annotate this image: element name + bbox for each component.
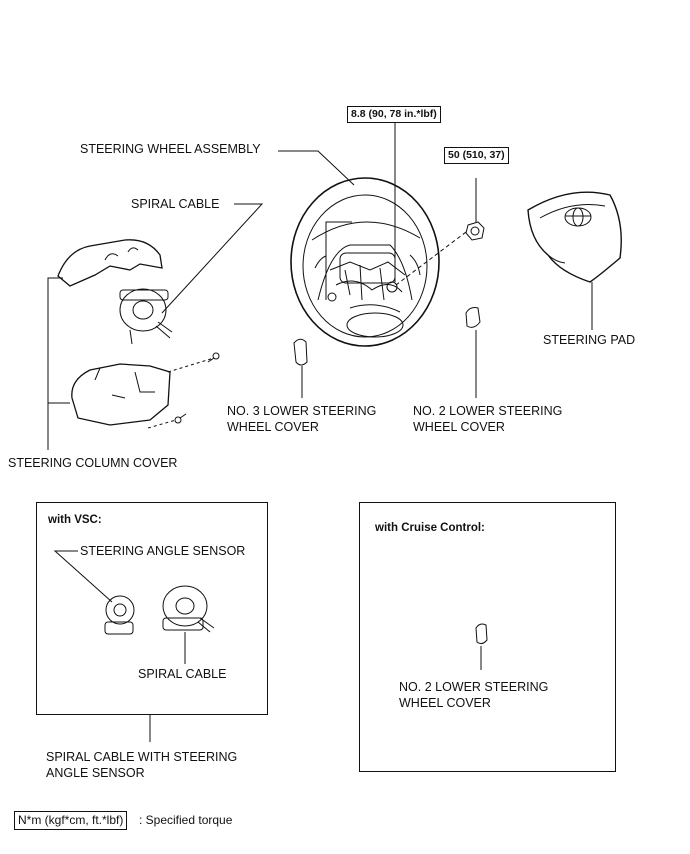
label-steering-angle-sensor: STEERING ANGLE SENSOR bbox=[80, 544, 246, 558]
steering-wheel-drawing bbox=[290, 177, 440, 347]
no2-lower-cover-drawing bbox=[465, 307, 481, 398]
cruise-control-box bbox=[359, 502, 616, 772]
upper-column-cover-drawing bbox=[57, 239, 163, 287]
torque-wheel-bolt: 8.8 (90, 78 in.*lbf) bbox=[347, 106, 441, 123]
label-no3-lower-cover-2: WHEEL COVER bbox=[227, 420, 319, 434]
label-no3-lower-cover-1: NO. 3 LOWER STEERING bbox=[227, 404, 377, 418]
label-cruise-cover-1: NO. 2 LOWER STEERING bbox=[399, 680, 549, 694]
label-no2-lower-cover-1: NO. 2 LOWER STEERING bbox=[413, 404, 563, 418]
column-cover-bracket bbox=[47, 277, 70, 404]
label-steering-pad: STEERING PAD bbox=[543, 333, 636, 347]
cruise-box-title: with Cruise Control: bbox=[375, 522, 485, 534]
vsc-box-title: with VSC: bbox=[48, 514, 102, 526]
spiral-cable-drawing bbox=[119, 203, 264, 345]
no3-lower-cover-drawing bbox=[293, 338, 308, 398]
nut-drawing bbox=[395, 178, 485, 286]
lower-column-cover-drawing bbox=[71, 352, 220, 429]
steering-wheel-leader bbox=[278, 150, 355, 186]
label-spiral-cable: SPIRAL CABLE bbox=[131, 197, 220, 211]
label-no2-lower-cover-2: WHEEL COVER bbox=[413, 420, 505, 434]
legend-text: : Specified torque bbox=[139, 813, 233, 827]
cruise-box-drawings bbox=[475, 623, 488, 670]
vsc-box bbox=[36, 502, 268, 715]
torque-nut: 50 (510, 37) bbox=[444, 147, 509, 164]
label-vsc-caption-1: SPIRAL CABLE WITH STEERING bbox=[46, 750, 238, 764]
label-steering-wheel-assembly: STEERING WHEEL ASSEMBLY bbox=[80, 142, 261, 156]
legend-unit-box: N*m (kgf*cm, ft.*lbf) bbox=[14, 811, 128, 830]
steering-pad-drawing bbox=[527, 191, 622, 330]
label-steering-column-cover: STEERING COLUMN COVER bbox=[8, 456, 178, 470]
label-cruise-cover-2: WHEEL COVER bbox=[399, 696, 491, 710]
vsc-box-drawings bbox=[53, 550, 215, 742]
label-vsc-caption-2: ANGLE SENSOR bbox=[46, 766, 145, 780]
label-vsc-spiral-cable: SPIRAL CABLE bbox=[138, 667, 227, 681]
